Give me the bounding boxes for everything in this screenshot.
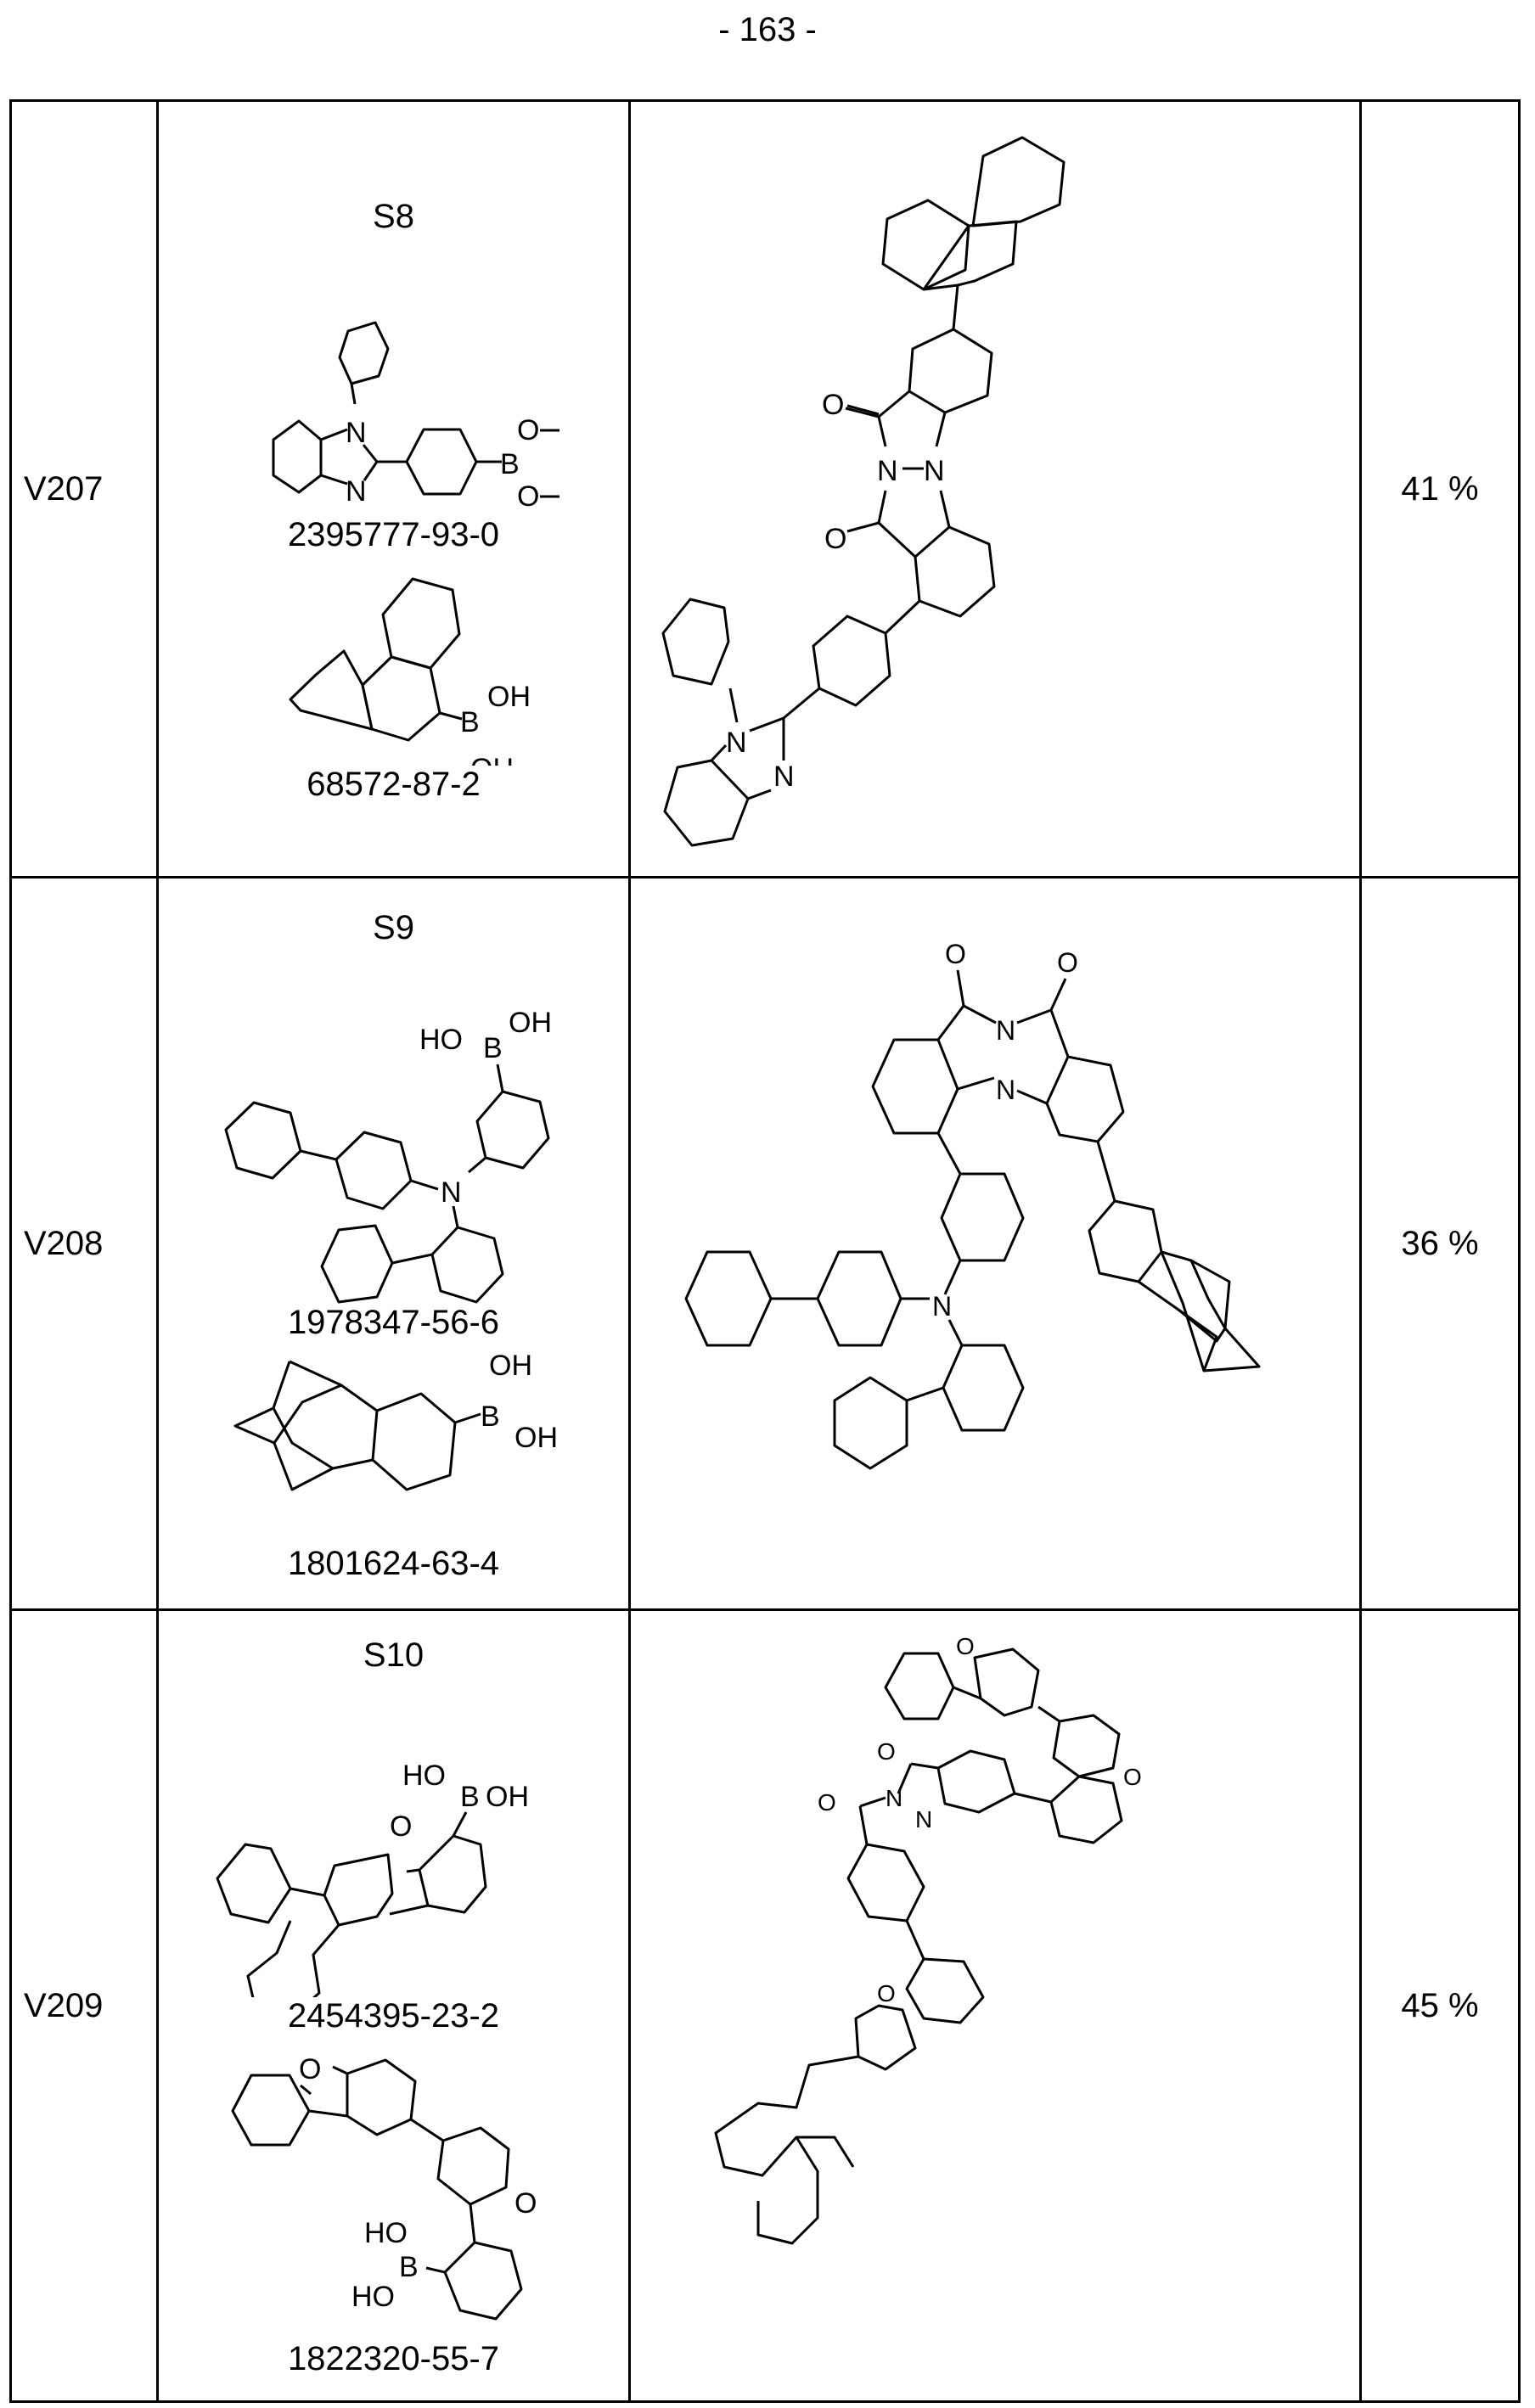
svg-text:N: N	[915, 1806, 932, 1833]
reactant-label: S8	[373, 197, 414, 235]
svg-text:OH: OH	[486, 1781, 529, 1813]
svg-text:N: N	[441, 1176, 462, 1209]
svg-text:N: N	[932, 1291, 952, 1322]
table-row: V209 S10 HO B OH O 2454395-23-2 O	[9, 1608, 1521, 2403]
svg-text:B: B	[399, 2251, 419, 2283]
reactant-label: S10	[363, 1636, 425, 1674]
svg-text:HO: HO	[364, 2217, 408, 2249]
svg-text:N: N	[346, 475, 367, 508]
table-row: V208 S9 HO B OH N 1978347-56-6	[9, 876, 1521, 1611]
svg-text:OH: OH	[489, 1350, 532, 1382]
svg-text:O: O	[299, 2053, 321, 2085]
svg-text:N: N	[996, 1075, 1015, 1105]
svg-text:N: N	[773, 761, 795, 793]
svg-text:OH: OH	[487, 681, 531, 713]
svg-text:OH: OH	[509, 1007, 552, 1039]
product-structure-v207: O N N O N N	[661, 136, 1066, 847]
reagent-cas-number: 1978347-56-6	[287, 1303, 500, 1341]
yield-value: 41 %	[1359, 99, 1521, 878]
svg-text:B: B	[500, 448, 520, 480]
svg-text:O: O	[877, 1738, 896, 1765]
svg-text:N: N	[924, 455, 945, 487]
svg-text:HO: HO	[351, 2281, 395, 2313]
svg-text:O: O	[824, 523, 846, 555]
svg-text:O: O	[945, 939, 966, 969]
yield-value: 45 %	[1359, 1608, 1521, 2403]
example-id: V208	[9, 876, 159, 1611]
svg-text:O: O	[517, 414, 539, 446]
reagent-structure-benzimidazole-boronate: N N B O O	[272, 321, 559, 513]
reagent-cas-number: 1801624-63-4	[287, 1544, 500, 1582]
svg-text:HO: HO	[419, 1024, 463, 1056]
svg-text:B: B	[481, 1400, 500, 1433]
reactants-cell: S9 HO B OH N 1978347-56-6	[156, 876, 631, 1611]
reagent-cas-number: 1822320-55-7	[287, 2339, 500, 2377]
reagent-structure-bis-dibenzofuran-boronic-acid: O O B HO HO	[231, 2053, 537, 2320]
reactant-label: S9	[373, 908, 414, 946]
svg-text:O: O	[956, 1633, 975, 1659]
product-cell: O O N N N	[628, 876, 1362, 1611]
svg-text:O: O	[1057, 947, 1078, 978]
product-cell: O N N O N N	[628, 99, 1362, 878]
svg-text:N: N	[877, 455, 898, 487]
reactants-cell: S8 N N B O O	[156, 99, 631, 878]
svg-text:N: N	[996, 1015, 1015, 1046]
svg-text:O: O	[822, 389, 844, 421]
example-id: V209	[9, 1608, 159, 2403]
reagent-structure-triphenylenofuran-boronic-acid: HO B OH O	[216, 1760, 529, 1997]
page-number: - 163 -	[718, 11, 817, 48]
reactants-cell: S10 HO B OH O 2454395-23-2 O	[156, 1608, 631, 2403]
reagent-cas-number: 68572-87-2	[306, 765, 481, 803]
svg-text:N: N	[886, 1785, 902, 1811]
product-structure-v209: O O O N N O	[714, 1633, 1142, 2245]
svg-text:O: O	[514, 2187, 537, 2220]
svg-text:B: B	[460, 1781, 480, 1813]
reagent-cas-number: 2454395-23-2	[287, 1996, 500, 2035]
svg-text:O: O	[390, 1810, 412, 1843]
svg-text:N: N	[346, 417, 367, 449]
product-structure-v208: O O N N N	[684, 939, 1261, 1470]
svg-text:O: O	[1123, 1764, 1142, 1790]
svg-text:B: B	[460, 706, 480, 738]
svg-text:O: O	[877, 1980, 896, 2007]
svg-text:OH: OH	[470, 753, 514, 766]
svg-text:O: O	[517, 480, 539, 513]
svg-text:HO: HO	[402, 1760, 446, 1792]
reagent-cas-number: 2395777-93-0	[287, 515, 500, 553]
svg-text:OH: OH	[514, 1422, 558, 1454]
reagent-structure-benzoadamantane-boronic-acid: B OH OH	[233, 1350, 558, 1490]
example-id: V207	[9, 99, 159, 878]
product-cell: O O O N N O	[628, 1608, 1362, 2403]
svg-text:B: B	[483, 1032, 503, 1064]
synthesis-table: V207 S8 N N B O O	[9, 99, 1521, 2403]
reagent-structure-triarylamine-boronic-acid: HO B OH N	[224, 1007, 552, 1303]
svg-text:O: O	[818, 1789, 836, 1816]
yield-value: 36 %	[1359, 876, 1521, 1611]
table-row: V207 S8 N N B O O	[9, 99, 1521, 878]
reagent-structure-phenanthrene-boronic-acid: B OH OH	[289, 577, 531, 766]
svg-text:N: N	[726, 727, 747, 759]
